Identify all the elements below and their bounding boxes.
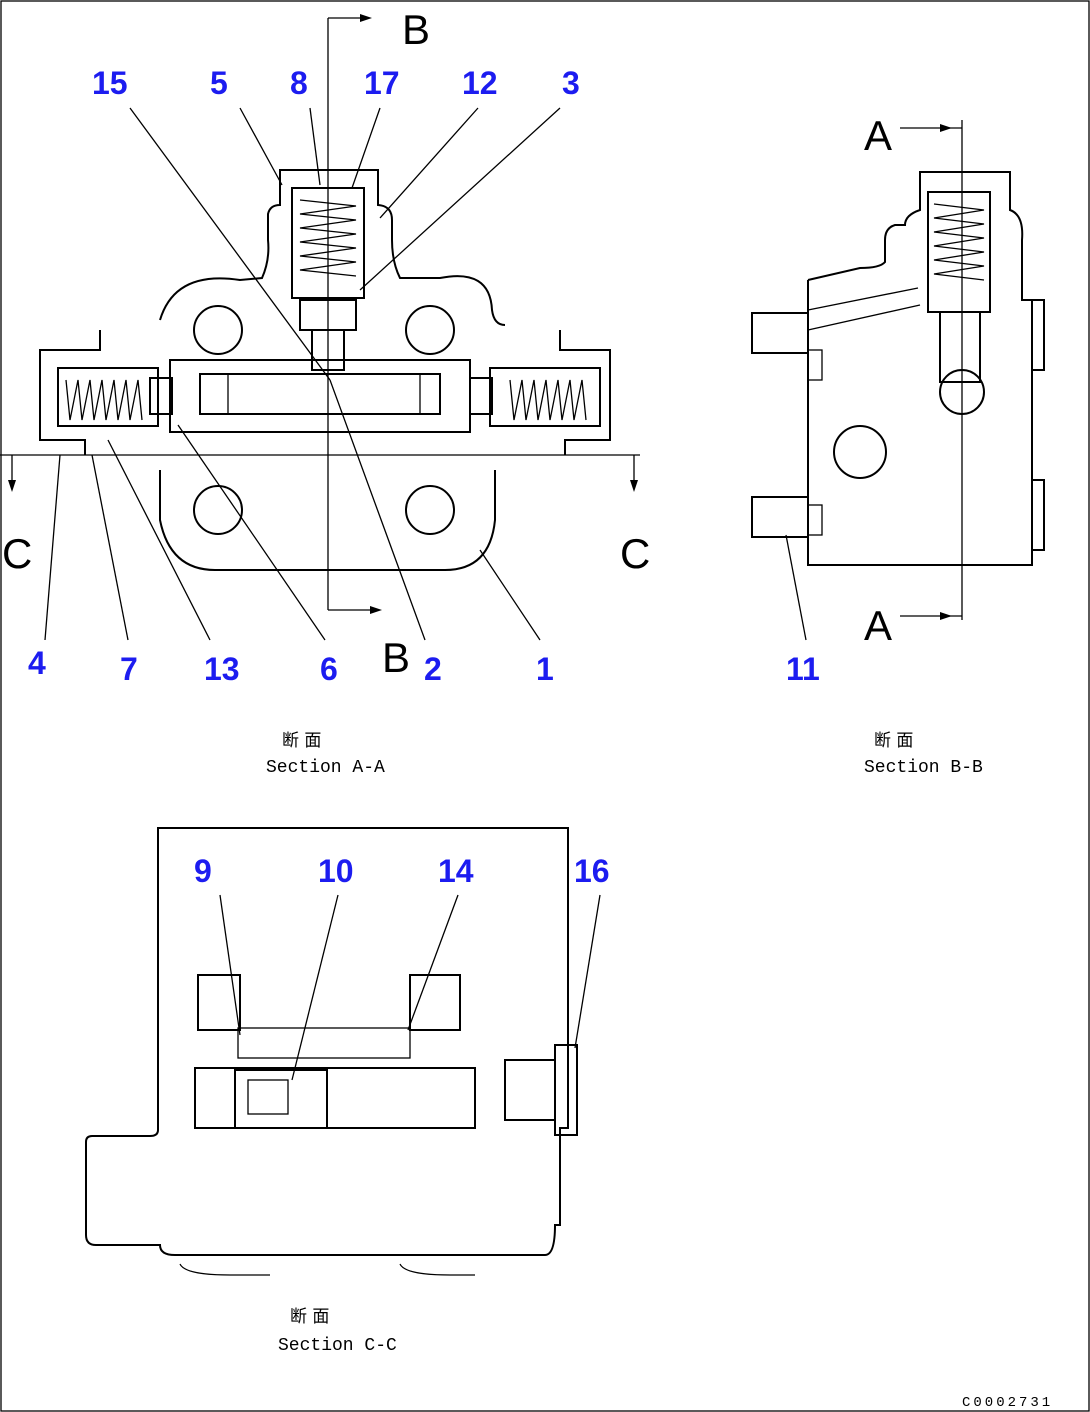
section-cc-title: Section C-C (278, 1336, 397, 1356)
cut-mark-a-bottom: A (864, 602, 892, 649)
callout-2: 2 (424, 651, 442, 687)
callout-5: 5 (210, 65, 228, 101)
section-bb-view: A A 11 断 面 Section B-B (751, 112, 1045, 778)
callout-10: 10 (318, 853, 354, 889)
callout-15: 15 (92, 65, 128, 101)
cut-mark-a-top: A (864, 112, 892, 159)
callout-8: 8 (290, 65, 308, 101)
callout-3: 3 (562, 65, 580, 101)
callout-1: 1 (536, 651, 554, 687)
section-bb-title: Section B-B (864, 758, 983, 778)
callout-17: 17 (364, 65, 400, 101)
section-cc-view: 9 10 14 16 断 面 Section C-C (85, 827, 610, 1356)
callout-6: 6 (320, 651, 338, 687)
callout-11: 11 (786, 651, 820, 687)
section-aa-view: B B C C 15 5 8 17 12 3 4 7 13 6 2 1 断 面 … (0, 6, 650, 778)
cut-mark-c-right: C (620, 530, 650, 577)
drawing-code: C0002731 (962, 1395, 1053, 1411)
section-bb-title-jp: 断 面 (874, 731, 913, 751)
callout-14: 14 (438, 853, 474, 889)
callout-9: 9 (194, 853, 212, 889)
section-cc-title-jp: 断 面 (290, 1307, 329, 1327)
callout-13: 13 (204, 651, 240, 687)
callout-16: 16 (574, 853, 610, 889)
cut-mark-b-bottom: B (382, 634, 410, 681)
callout-4: 4 (28, 645, 46, 681)
callout-12: 12 (462, 65, 498, 101)
cut-mark-c-left: C (2, 530, 32, 577)
callout-7: 7 (120, 651, 138, 687)
section-aa-title-jp: 断 面 (282, 731, 321, 751)
cut-mark-b-top: B (402, 6, 430, 53)
section-aa-title: Section A-A (266, 758, 385, 778)
